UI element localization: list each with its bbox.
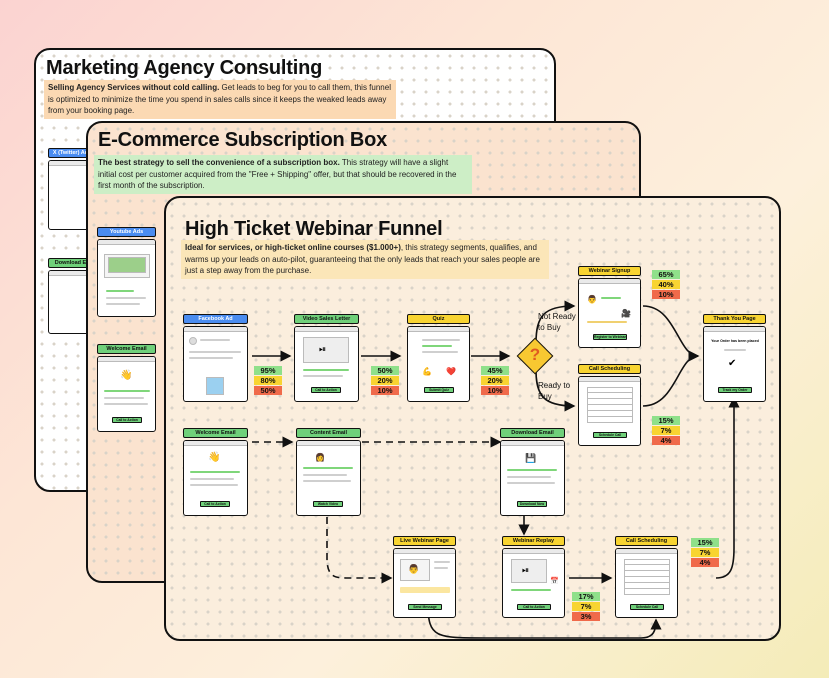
node-welcome-email[interactable]: Welcome Email 👋 Call to Action [97, 344, 156, 432]
schedule-call-button[interactable]: Schedule Call [630, 604, 664, 610]
node-video-sales-letter[interactable]: Video Sales Letter ⏯ Call to Action [294, 314, 359, 402]
watch-video-button[interactable]: Watch Video [313, 501, 343, 507]
vsl-card: ⏯ Call to Action [294, 326, 359, 402]
node-download-email[interactable]: Download E [48, 258, 93, 334]
check-icon: ✔ [728, 358, 737, 369]
submit-quiz-button[interactable]: Submit Quiz [424, 387, 454, 393]
live-webinar-card: 👨 Send Message [393, 548, 456, 618]
board-title: Marketing Agency Consulting [46, 57, 323, 79]
cta-button[interactable]: Call to Action [311, 387, 341, 393]
email-card [48, 270, 93, 334]
play-icon: ⏯ [319, 344, 327, 354]
facebook-ad-card [183, 326, 248, 402]
download-now-button[interactable]: Download Now [517, 501, 547, 507]
calendar-icon: 📅 [550, 578, 559, 585]
waving-hand-icon: 👋 [208, 452, 221, 463]
call-scheduling-top-stats: 15% 7% 4% [652, 416, 680, 446]
board-title: High Ticket Webinar Funnel [185, 218, 443, 240]
node-call-scheduling-top[interactable]: Call Scheduling Schedule Call [578, 364, 641, 446]
person-icon: 👩 [315, 453, 325, 462]
branch-ready: Ready to Buy [538, 381, 571, 401]
node-label: Live Webinar Page [393, 536, 456, 546]
calendar-card: Schedule Call [615, 548, 678, 618]
webinar-signup-card: 👨 🎥 Register to Webinar [578, 278, 641, 348]
webinar-replay-stats: 17% 7% 3% [572, 592, 600, 622]
quiz-card: 💪 ❤️ Submit Quiz [407, 326, 470, 402]
node-label: Call Scheduling [578, 364, 641, 374]
camera-icon: 🎥 [621, 309, 631, 318]
floppy-disk-icon: 💾 [525, 453, 537, 463]
vsl-stats: 50% 20% 10% [371, 366, 399, 396]
flexed-arm-icon: 💪 [422, 367, 432, 376]
webinar-signup-stats: 65% 40% 10% [652, 270, 680, 300]
node-welcome-email-funnel[interactable]: Welcome Email 👋 Call to Action [183, 428, 248, 516]
node-label: Call Scheduling [615, 536, 678, 546]
play-icon: ⏯ [522, 565, 530, 575]
board-high-ticket-webinar-funnel[interactable]: High Ticket Webinar Funnel Ideal for ser… [164, 196, 781, 641]
node-live-webinar-page[interactable]: Live Webinar Page 👨 Send Message [393, 536, 456, 618]
email-card: 👋 Call to Action [183, 440, 248, 516]
call-scheduling-bottom-stats: 15% 7% 4% [691, 538, 719, 568]
node-download-email[interactable]: Download Email 💾 Download Now [500, 428, 565, 516]
calendar-card: Schedule Call [578, 376, 641, 446]
node-youtube-ads[interactable]: Youtube Ads [97, 227, 156, 317]
ad-card [48, 160, 93, 230]
thank-you-card: Your Order has been placed ✔ Track my Or… [703, 326, 766, 402]
node-call-scheduling-bottom[interactable]: Call Scheduling Schedule Call [615, 536, 678, 618]
board-title: E-Commerce Subscription Box [98, 129, 388, 151]
send-message-button[interactable]: Send Message [408, 604, 442, 610]
cta-button[interactable]: Call to Action [517, 604, 551, 610]
schedule-call-button[interactable]: Schedule Call [593, 432, 627, 438]
node-label: Welcome Email [97, 344, 156, 354]
funnel-connectors [252, 300, 740, 639]
cta-button[interactable]: Call to Action [112, 417, 142, 423]
node-label: Welcome Email [183, 428, 248, 438]
board-description: Ideal for services, or high-ticket onlin… [181, 240, 549, 279]
node-label: Facebook Ad [183, 314, 248, 324]
board-description: Selling Agency Services without cold cal… [44, 80, 396, 119]
node-webinar-signup[interactable]: Webinar Signup 👨 🎥 Register to Webinar [578, 266, 641, 348]
node-label: Content Email [296, 428, 361, 438]
facebook-ad-stats: 95% 80% 50% [254, 366, 282, 396]
node-label: Video Sales Letter [294, 314, 359, 324]
node-content-email[interactable]: Content Email 👩 Watch Video [296, 428, 361, 516]
node-facebook-ad[interactable]: Facebook Ad [183, 314, 248, 402]
order-heading: Your Order has been placed [711, 339, 759, 343]
register-webinar-button[interactable]: Register to Webinar [593, 334, 627, 340]
node-quiz[interactable]: Quiz 💪 ❤️ Submit Quiz [407, 314, 470, 402]
node-label: Youtube Ads [97, 227, 156, 237]
branch-not-ready: Not Ready to Buy [538, 312, 576, 332]
question-mark-icon: ? [529, 345, 541, 364]
node-webinar-replay[interactable]: Webinar Replay ⏯ 📅 Call to Action [502, 536, 565, 618]
node-label: Webinar Replay [502, 536, 565, 546]
node-label: Download Email [500, 428, 565, 438]
node-thank-you-page[interactable]: Thank You Page Your Order has been place… [703, 314, 766, 402]
node-label: Webinar Signup [578, 266, 641, 276]
cta-button[interactable]: Call to Action [200, 501, 230, 507]
node-label: Quiz [407, 314, 470, 324]
email-card: 💾 Download Now [500, 440, 565, 516]
youtube-card [97, 239, 156, 317]
node-label: Thank You Page [703, 314, 766, 324]
person-icon: 👨 [587, 295, 597, 304]
person-icon: 👨 [408, 564, 420, 574]
board-description: The best strategy to sell the convenienc… [94, 155, 472, 194]
node-x-twitter-ad[interactable]: X (Twitter) Ad [48, 148, 93, 230]
webinar-replay-card: ⏯ 📅 Call to Action [502, 548, 565, 618]
waving-hand-icon: 👋 [120, 370, 133, 381]
track-order-button[interactable]: Track my Order [718, 387, 752, 393]
quiz-stats: 45% 20% 10% [481, 366, 509, 396]
email-card: 👩 Watch Video [296, 440, 361, 516]
email-card: 👋 Call to Action [97, 356, 156, 432]
heart-icon: ❤️ [446, 367, 456, 376]
